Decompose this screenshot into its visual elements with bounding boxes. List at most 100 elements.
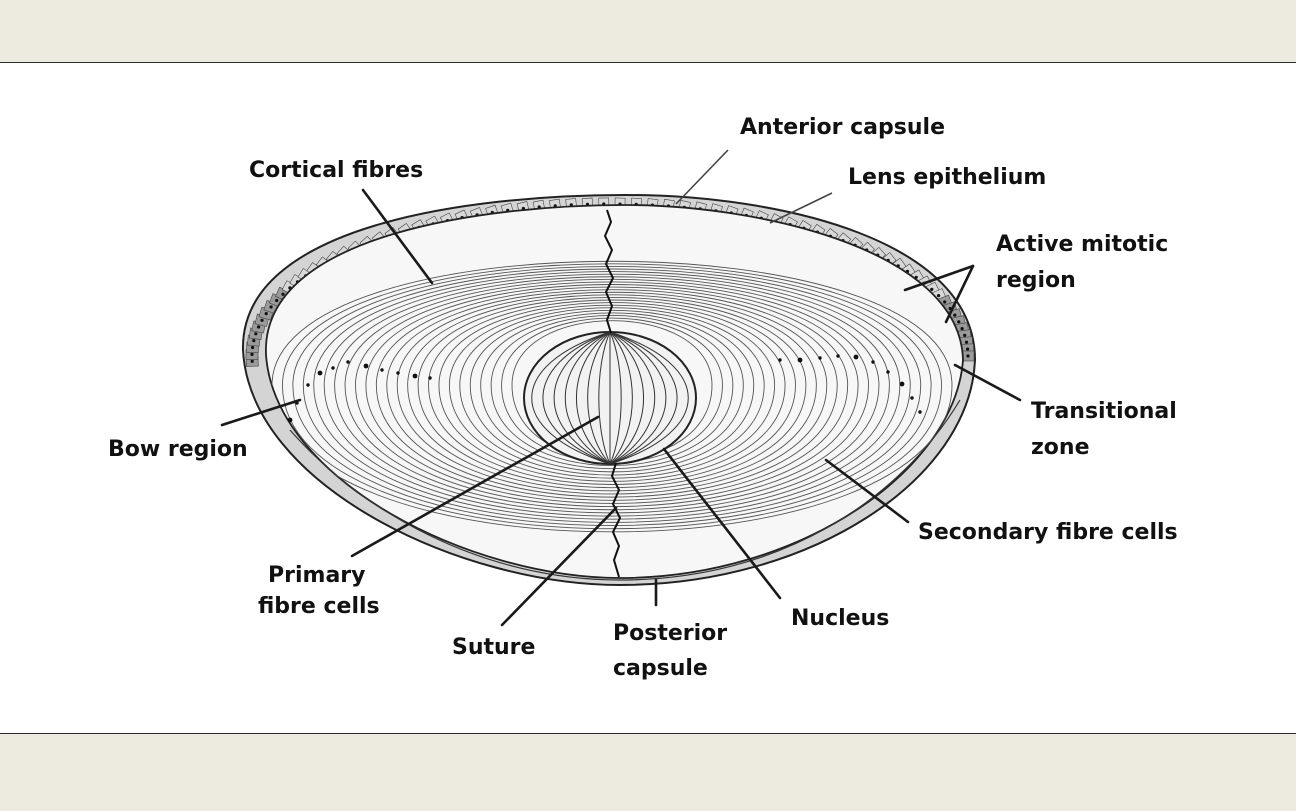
fibre-ring: [480, 312, 744, 470]
label-transitional-line2: zone: [1031, 435, 1090, 460]
label-anterior-capsule: Anterior capsule: [740, 115, 945, 140]
bow-nucleus-dot: [287, 417, 293, 423]
fibre-ring: [334, 276, 890, 514]
bow-nucleus-dot: [918, 410, 922, 414]
bow-nucleus-dot: [778, 358, 782, 362]
fibre-ring: [355, 281, 869, 507]
primary-fibre-line: [609, 331, 645, 465]
cell-nucleus-dot: [250, 359, 254, 363]
leader-primary-fibres: [350, 415, 600, 558]
label-cortical-fibres: Cortical fibres: [249, 158, 423, 183]
bow-nucleus-dot: [797, 357, 803, 363]
leader-mitotic-b: [944, 264, 975, 324]
leader-cortical-fibres: [361, 188, 434, 285]
cell-nucleus-dot: [275, 298, 279, 303]
fibre-ring: [365, 284, 859, 504]
bow-nucleus-dot: [412, 373, 418, 379]
leader-transitional-zone: [953, 363, 1022, 402]
cell-nucleus-dot: [269, 305, 273, 309]
bow-nucleus-dot: [871, 360, 875, 364]
leader-mitotic-a: [903, 264, 975, 292]
primary-fibre-line: [575, 331, 611, 465]
bow-region-nuclei: [287, 354, 922, 423]
anterior-suture: [603, 209, 615, 334]
bow-nucleus-dot: [818, 356, 822, 360]
primary-fibre-line: [542, 331, 611, 465]
bow-nucleus-dot: [380, 368, 384, 372]
bow-nucleus-dot: [428, 376, 432, 380]
cell-nucleus-dot: [252, 339, 256, 343]
secondary-fibre-rings: [271, 260, 953, 533]
leader-bow-region: [220, 398, 302, 427]
cell-nucleus-dot: [943, 300, 947, 304]
label-transitional-line1: Transitional: [1031, 399, 1177, 424]
primary-fibre-line: [564, 331, 611, 465]
leader-lens-epithelium: [769, 192, 833, 224]
fibre-ring: [302, 268, 922, 523]
cell-nucleus-dot: [281, 292, 285, 296]
bow-nucleus-dot: [306, 383, 310, 387]
leader-secondary-fibres: [824, 458, 910, 524]
fibre-ring: [428, 299, 796, 485]
primary-fibre-line: [609, 331, 689, 465]
fibre-ring: [448, 304, 776, 479]
fibre-ring: [344, 279, 880, 511]
leader-suture: [500, 506, 618, 627]
fibre-ring: [490, 315, 734, 467]
cell-nucleus-dot: [964, 340, 969, 344]
fibre-ring: [469, 309, 755, 473]
primary-fibre-line: [531, 331, 611, 465]
label-secondary-fibre-cells: Secondary fibre cells: [918, 520, 1178, 545]
label-posterior-line2: capsule: [613, 656, 708, 681]
nucleus-core: [523, 331, 697, 465]
bow-nucleus-dot: [853, 354, 859, 360]
fibre-ring: [396, 291, 828, 495]
leader-nucleus: [662, 447, 782, 600]
label-suture: Suture: [452, 635, 535, 660]
primary-fibre-line: [598, 331, 611, 465]
cell-nucleus-dot: [957, 320, 961, 324]
fibre-ring: [407, 294, 817, 492]
cell-nucleus-dot: [937, 294, 941, 298]
label-active-mitotic-line2: region: [996, 268, 1076, 293]
cell-nucleus-dot: [953, 313, 957, 317]
cell-nucleus-dot: [960, 327, 964, 331]
cell-nucleus-dot: [264, 312, 268, 316]
fibre-ring: [281, 263, 943, 530]
cell-nucleus-dot: [251, 345, 255, 350]
fibre-ring: [313, 271, 911, 520]
label-active-mitotic-line1: Active mitotic: [996, 232, 1168, 257]
fibre-ring: [438, 302, 786, 482]
fibre-ring: [323, 273, 901, 517]
label-nucleus: Nucleus: [791, 606, 889, 631]
bow-nucleus-dot: [346, 360, 350, 364]
bow-nucleus-dot: [396, 371, 400, 375]
posterior-capsule-line: [289, 399, 961, 581]
label-bow-region: Bow region: [108, 437, 248, 462]
label-primary-line2: fibre cells: [258, 594, 380, 619]
cell-nucleus-dot: [966, 347, 970, 351]
primary-fibre-line: [609, 331, 633, 465]
bow-nucleus-dot: [363, 363, 369, 369]
top-frame-band: [0, 0, 1296, 63]
primary-fibre-line: [587, 331, 611, 465]
fibre-ring: [501, 317, 723, 463]
label-posterior-line1: Posterior: [613, 621, 727, 646]
bow-nucleus-dot: [910, 396, 914, 400]
cell-nucleus-dot: [254, 332, 258, 336]
bow-nucleus-dot: [317, 370, 323, 376]
primary-fibre-line: [553, 331, 611, 465]
lens-diagram: Anterior capsule Cortical fibres Lens ep…: [108, 115, 1178, 681]
fibre-ring: [292, 266, 932, 526]
fibre-ring: [375, 286, 849, 501]
posterior-suture: [610, 462, 622, 578]
cell-nucleus-dot: [260, 318, 264, 322]
label-primary-line1: Primary: [268, 563, 365, 588]
bow-nucleus-dot: [836, 354, 840, 358]
bottom-frame-band: [0, 733, 1296, 811]
fibre-ring: [459, 307, 765, 476]
fibre-ring: [417, 297, 807, 489]
bow-nucleus-dot: [886, 370, 890, 374]
primary-fibre-line: [609, 331, 678, 465]
fibre-ring: [386, 289, 838, 498]
